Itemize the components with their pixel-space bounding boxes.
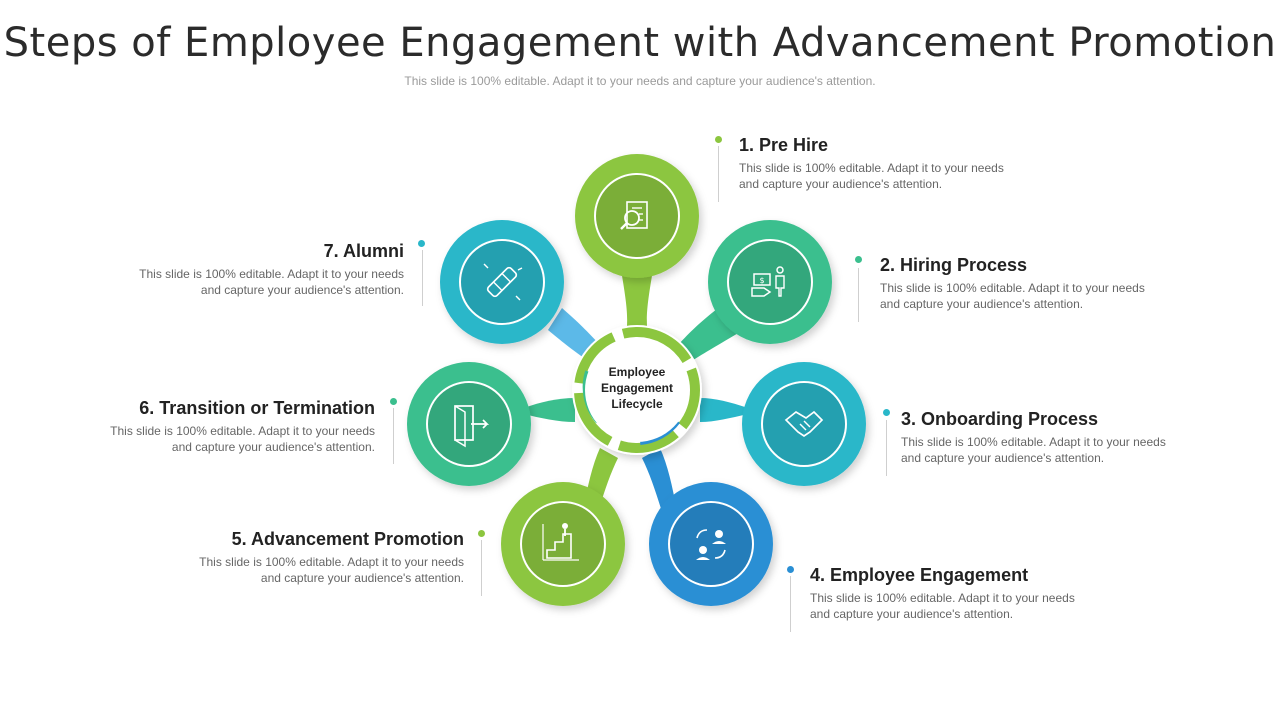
money-hand-person-icon: $ [751, 266, 785, 297]
step-circle-7 [440, 220, 564, 344]
callout-title: 6. Transition or Termination [139, 398, 375, 418]
callout-pre-hire: 1. Pre Hire This slide is 100% editable.… [739, 135, 1019, 192]
step-circle-4 [649, 482, 773, 606]
center-label: Employee Engagement Lifecycle [582, 364, 692, 412]
search-document-icon [620, 201, 648, 230]
callout-title: 4. Employee Engagement [810, 565, 1029, 585]
center-label-line2: Engagement [600, 381, 673, 395]
step-circle-1 [575, 154, 699, 278]
people-exchange-icon [696, 529, 726, 560]
callout-dot-3 [883, 409, 890, 416]
callout-desc: This slide is 100% editable. Adapt it to… [110, 424, 375, 454]
callout-desc: This slide is 100% editable. Adapt it to… [880, 281, 1145, 311]
handshake-icon [784, 410, 824, 438]
callout-dot-6 [390, 398, 397, 405]
connector-6 [524, 398, 575, 422]
callout-line-4 [790, 576, 791, 632]
callout-line-7 [422, 250, 423, 306]
diploma-scroll-icon [483, 263, 523, 301]
connector-1 [621, 270, 653, 336]
callout-desc: This slide is 100% editable. Adapt it to… [810, 591, 1075, 621]
step-circle-2: $ [708, 220, 832, 344]
center-label-line1: Employee [608, 365, 666, 379]
center-label-line3: Lifecycle [611, 397, 663, 411]
page-title: Steps of Employee Engagement with Advanc… [3, 20, 1277, 66]
center-ring [572, 325, 702, 455]
callout-title: 3. Onboarding Process [901, 409, 1099, 429]
callout-dot-2 [855, 256, 862, 263]
callout-onboarding-process: 3. Onboarding Process This slide is 100%… [901, 409, 1181, 466]
exit-door-icon [454, 405, 490, 448]
connector-3 [700, 398, 748, 422]
callout-employee-engagement: 4. Employee Engagement This slide is 100… [810, 565, 1090, 622]
callout-desc: This slide is 100% editable. Adapt it to… [739, 161, 1004, 191]
callout-dot-5 [478, 530, 485, 537]
callout-title: 2. Hiring Process [880, 255, 1028, 275]
callout-advancement-promotion: 5. Advancement Promotion This slide is 1… [184, 529, 464, 586]
callout-alumni: 7. Alumni This slide is 100% editable. A… [124, 241, 404, 298]
svg-text:$: $ [759, 276, 764, 285]
callout-transition-termination: 6. Transition or Termination This slide … [95, 398, 375, 455]
callout-dot-4 [787, 566, 794, 573]
callout-desc: This slide is 100% editable. Adapt it to… [199, 555, 464, 585]
callout-line-2 [858, 268, 859, 322]
callout-dot-7 [418, 240, 425, 247]
step-circle-5 [501, 482, 625, 606]
step-circles: $ [407, 154, 866, 606]
callout-line-1 [718, 146, 719, 202]
callout-dot-1 [715, 136, 722, 143]
callout-title: 7. Alumni [323, 241, 404, 261]
callout-line-5 [481, 540, 482, 596]
step-circle-6 [407, 362, 531, 486]
person-climbing-stairs-icon [542, 523, 579, 561]
callout-line-3 [886, 420, 887, 476]
callout-line-6 [393, 408, 394, 464]
callout-title: 1. Pre Hire [739, 135, 829, 155]
page-subtitle: This slide is 100% editable. Adapt it to… [404, 74, 876, 88]
step-circle-3 [742, 362, 866, 486]
callout-title: 5. Advancement Promotion [231, 529, 464, 549]
callout-desc: This slide is 100% editable. Adapt it to… [901, 435, 1166, 465]
callout-desc: This slide is 100% editable. Adapt it to… [139, 267, 404, 297]
callout-hiring-process: 2. Hiring Process This slide is 100% edi… [880, 255, 1160, 312]
